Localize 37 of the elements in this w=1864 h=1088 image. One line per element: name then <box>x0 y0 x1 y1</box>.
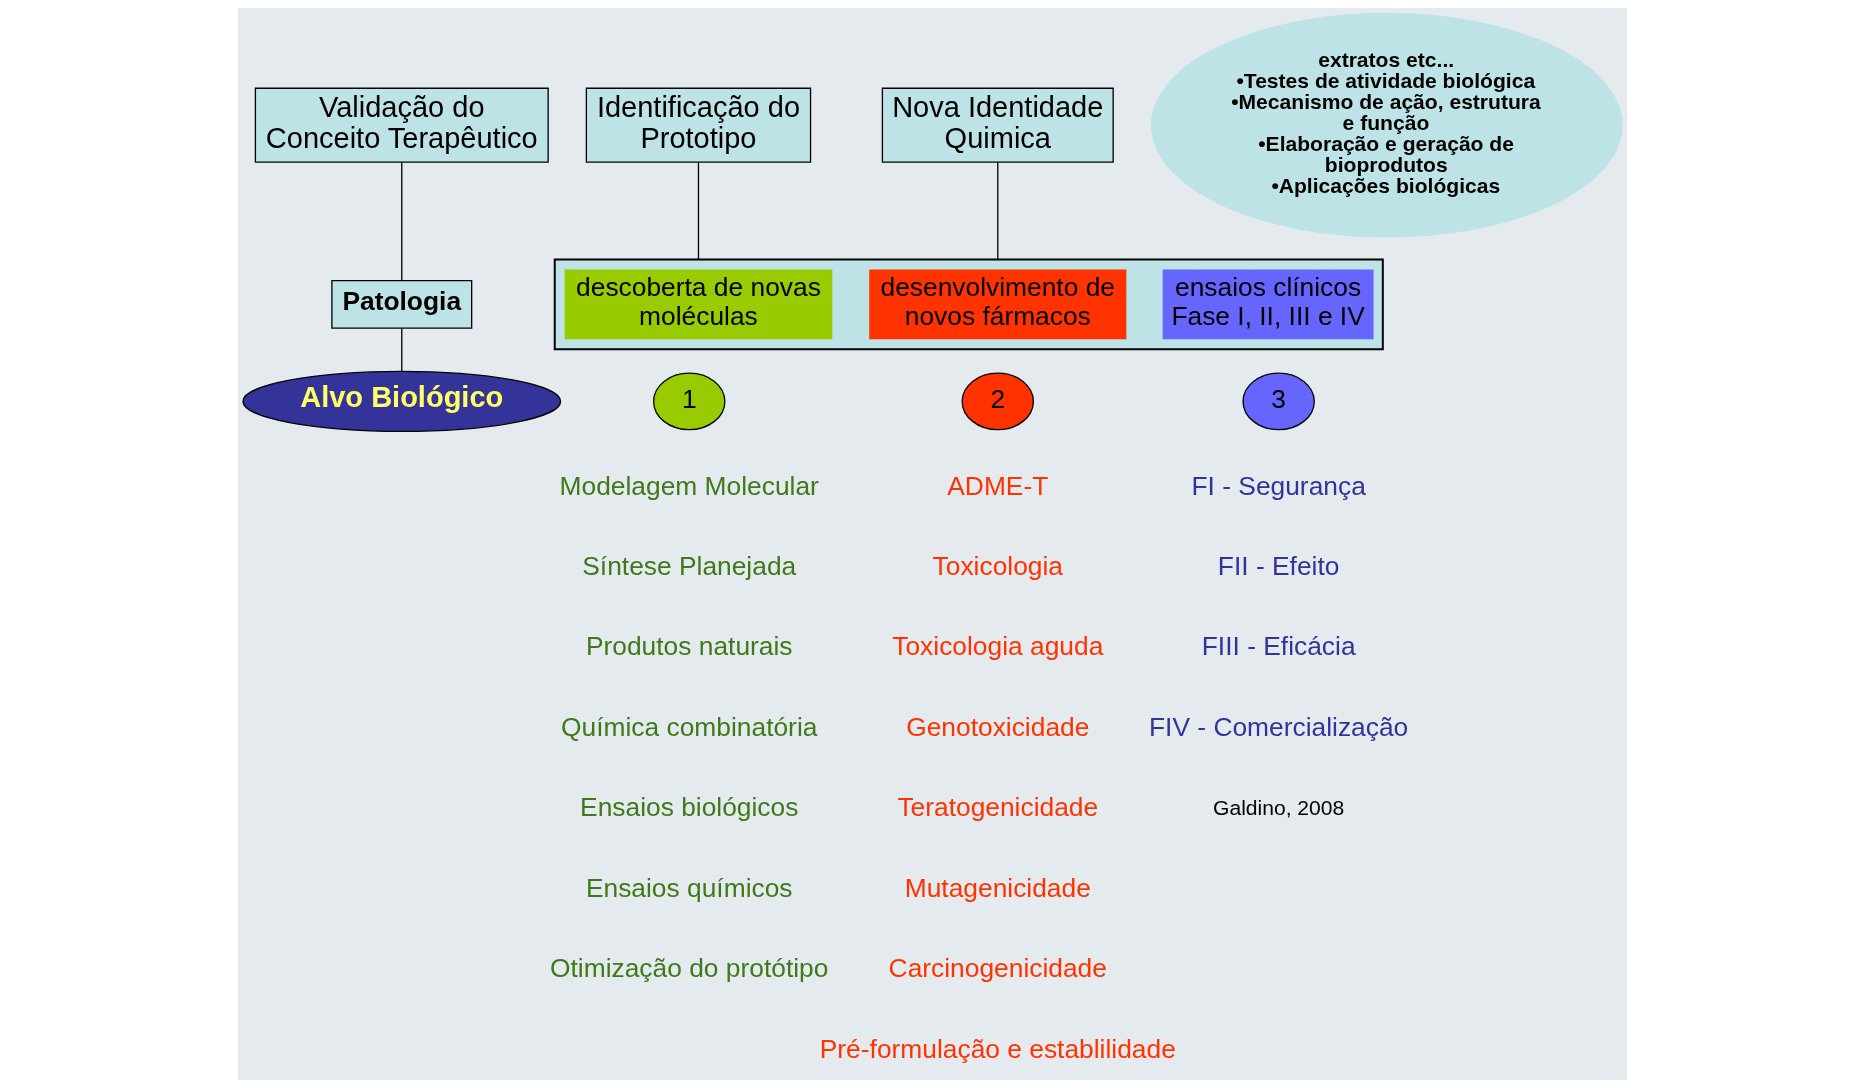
label: Produtos naturais <box>585 631 793 662</box>
label: FII - Efeito <box>1217 550 1339 581</box>
label: Toxicologia aguda <box>891 631 1103 662</box>
label: Teratogenicidade <box>896 792 1098 823</box>
label: Modelagem Molecular <box>559 470 819 501</box>
label: FIII - Eficácia <box>1201 631 1356 662</box>
label: Ensaios químicos <box>585 872 793 903</box>
connector <box>400 327 402 372</box>
node-box: desenvolvimento de novos fármacos <box>868 269 1126 340</box>
node-ellipse: 1 <box>652 372 725 431</box>
label: Otimização do protótipo <box>549 953 828 984</box>
node-ellipse: extratos etc... •Testes de atividade biológica •Mecanismo de ação, estrutura e função •Elaboração e geração de bioprodutos •Aplicações biológicas <box>1150 12 1623 238</box>
label: Ensaios biológicos <box>579 792 798 823</box>
node-box: Validação do Conceito Terapêutico <box>254 87 549 163</box>
node-box: Patologia <box>330 279 472 329</box>
connector <box>996 161 998 261</box>
node-box: Identificação do Prototipo <box>585 87 811 163</box>
label: ADME-T <box>946 470 1048 501</box>
label: Síntese Planejada <box>581 550 796 581</box>
label: Pré-formulação e establilidade <box>819 1033 1176 1064</box>
label: FI - Segurança <box>1190 470 1366 501</box>
label: Química combinatória <box>560 711 817 742</box>
connector <box>400 161 402 281</box>
cluster <box>553 258 1384 351</box>
node-ellipse: Alvo Biológico <box>241 370 561 433</box>
label: Toxicologia <box>932 550 1063 581</box>
node-box: Nova Identidade Quimica <box>881 87 1114 163</box>
node-ellipse: 3 <box>1241 372 1315 431</box>
connector <box>697 161 699 261</box>
node-ellipse: 2 <box>961 372 1034 431</box>
label: Genotoxicidade <box>905 711 1089 742</box>
node-box: ensaios clínicos Fase I, II, III e IV <box>1162 269 1374 340</box>
label: FIV - Comercialização <box>1148 711 1408 742</box>
label: Mutagenicidade <box>904 872 1091 903</box>
label: Carcinogenicidade <box>888 953 1107 984</box>
label: Galdino, 2008 <box>1212 795 1344 819</box>
node-box: descoberta de novas moléculas <box>564 269 832 340</box>
